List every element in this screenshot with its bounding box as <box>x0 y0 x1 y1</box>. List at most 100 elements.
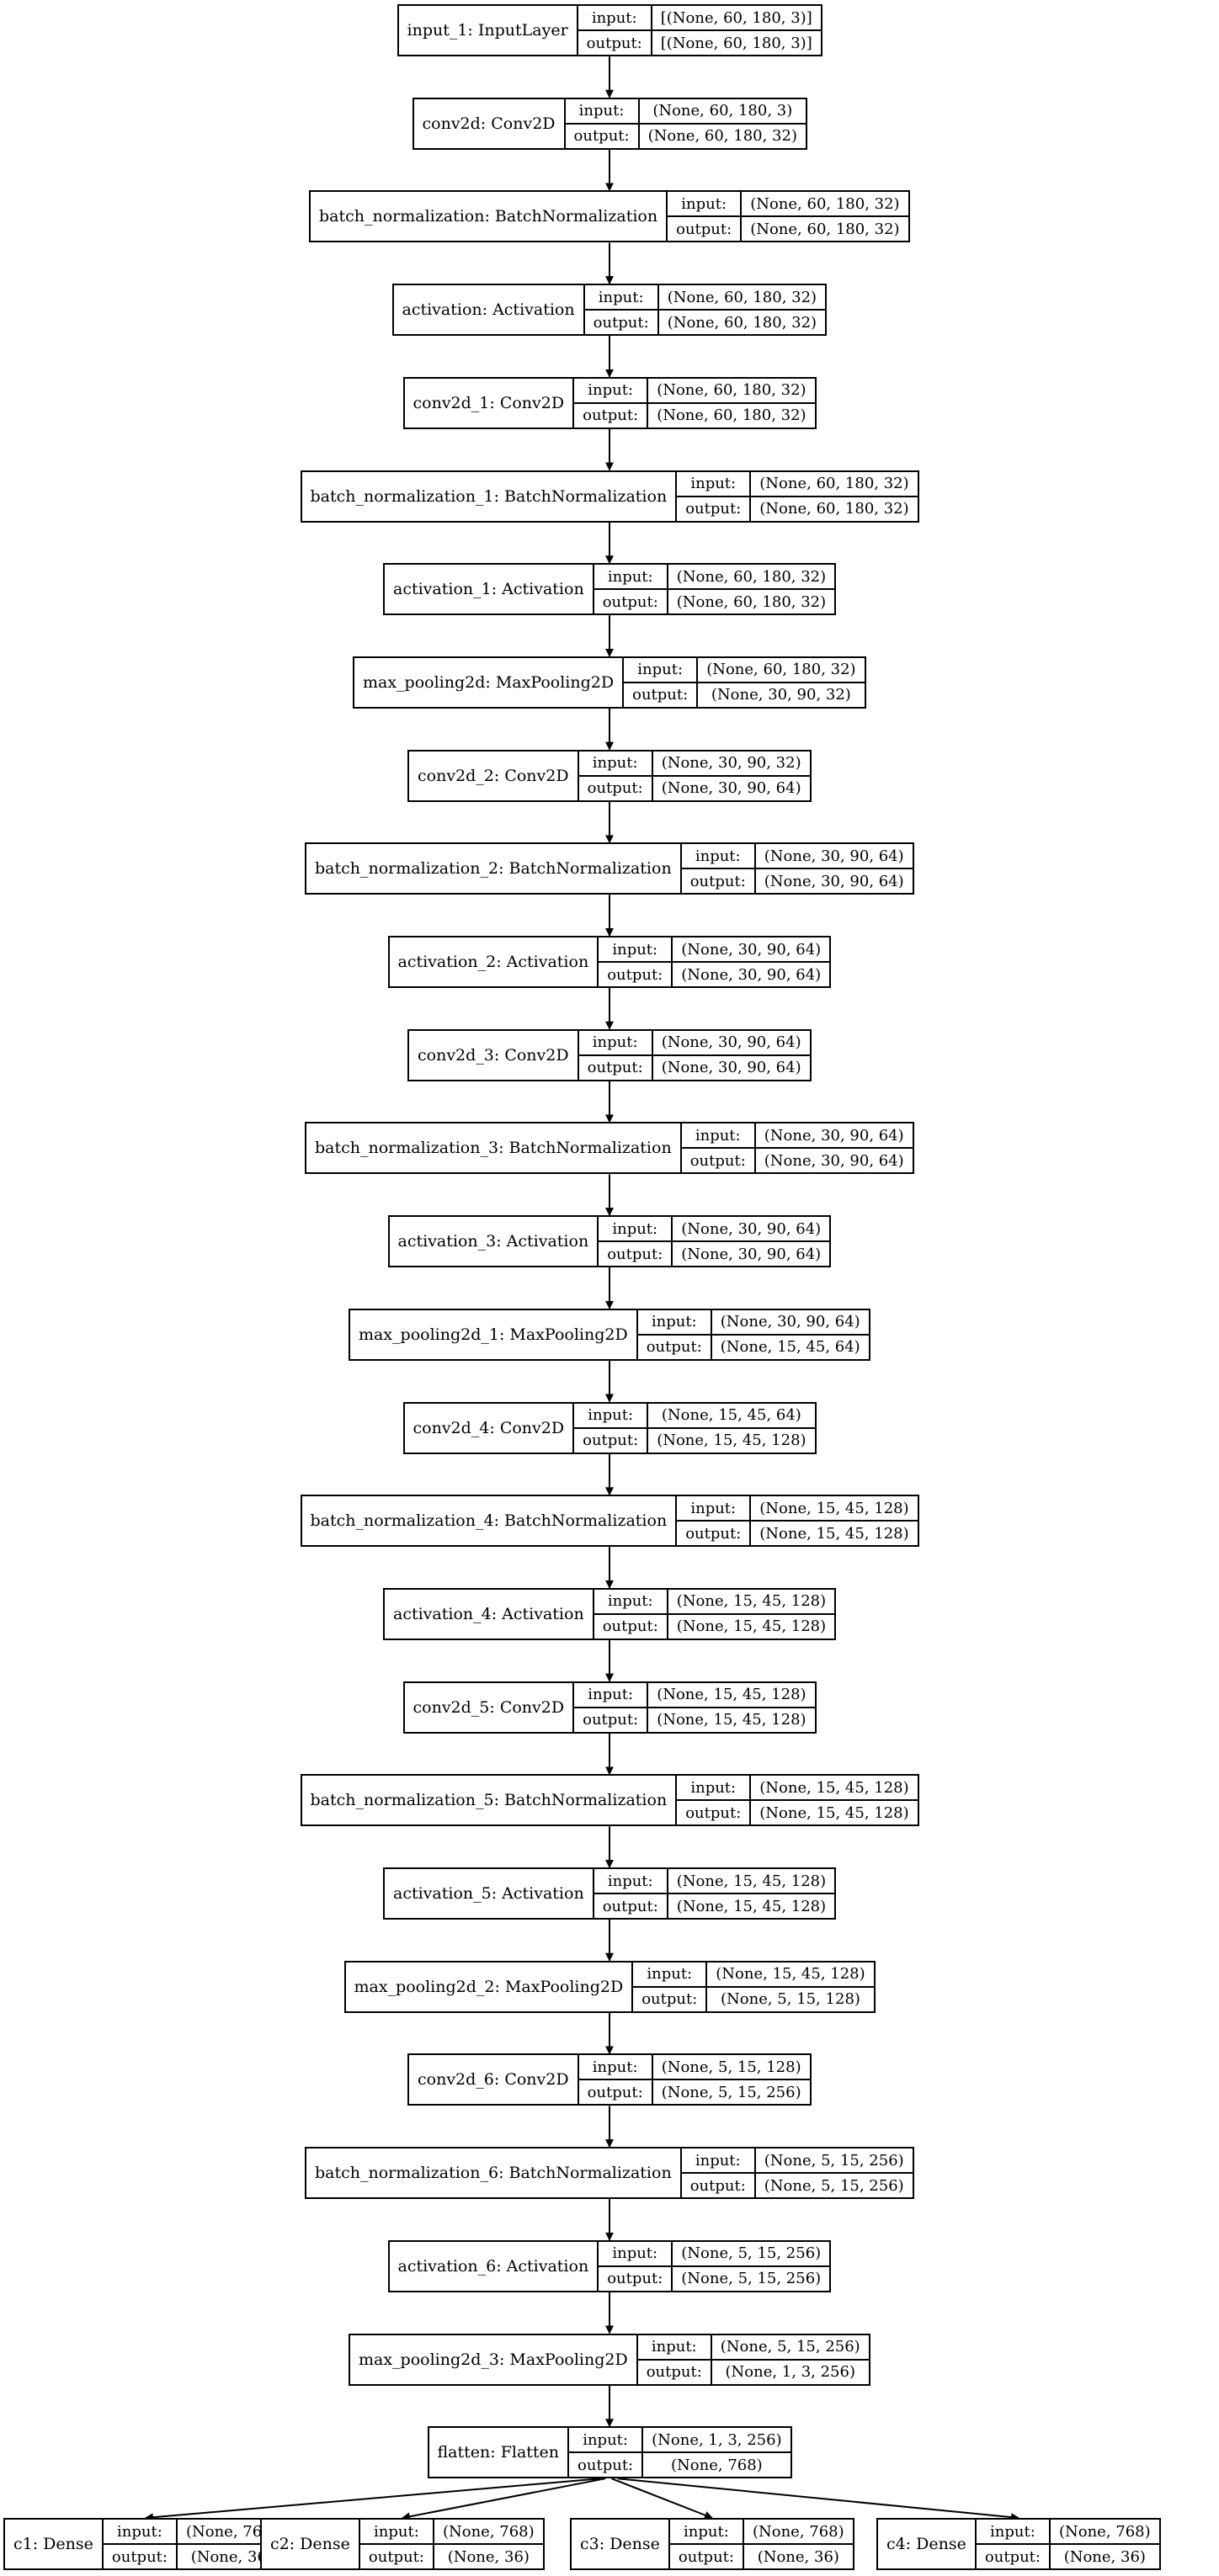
port-labels: input: output: <box>578 751 653 800</box>
shape-values: (None, 768) (None, 36) <box>743 2520 853 2568</box>
shape-values: (None, 5, 15, 256)(None, 1, 3, 256) <box>711 2335 869 2384</box>
input-shape: (None, 768) <box>177 2520 286 2545</box>
input-label: input: <box>681 844 754 870</box>
layer-name: c4: Dense <box>878 2520 977 2568</box>
shape-values: (None, 30, 90, 64)(None, 30, 90, 64) <box>673 937 830 986</box>
input-shape: (None, 768) <box>743 2520 853 2545</box>
input-label: input: <box>578 2055 652 2081</box>
layer-name: conv2d_4: Conv2D <box>405 1403 575 1453</box>
port-labels: input:output: <box>637 2334 712 2384</box>
input-shape: (None, 60, 180, 32) <box>648 379 815 404</box>
shape-values: (None, 60, 180, 32)(None, 60, 180, 32) <box>658 285 826 334</box>
port-labels: input:output: <box>103 2520 178 2568</box>
layer-name: batch_normalization_1: BatchNormalizatio… <box>302 471 678 521</box>
layer-name: flatten: Flatten <box>429 2428 570 2478</box>
output-shape: (None, 60, 180, 32) <box>647 127 797 146</box>
output-shape: (None, 30, 90, 64) <box>764 872 904 890</box>
input-label: input: <box>599 937 672 963</box>
input-shape: (None, 60, 180, 32) <box>668 565 835 591</box>
input-label: input: <box>633 1963 706 1988</box>
edge-arrow <box>617 2478 1019 2522</box>
output-shape: (None, 30, 90, 64) <box>661 779 801 798</box>
input-shape: (None, 5, 15, 256) <box>673 2242 830 2267</box>
port-labels: input:output: <box>677 1776 752 1825</box>
shape-values: (None, 5, 15, 256)(None, 5, 15, 256) <box>755 2148 913 2197</box>
input-shape: (None, 30, 90, 32) <box>652 752 810 777</box>
input-shape: (None, 5, 15, 128) <box>652 2055 810 2081</box>
input-shape: (None, 5, 15, 256) <box>755 2148 913 2175</box>
output-label: output: <box>587 779 643 798</box>
shape-values: (None, 768)(None, 36) <box>434 2520 543 2568</box>
layer-name: batch_normalization_6: BatchNormalizatio… <box>306 2148 682 2198</box>
output-label: output: <box>685 1524 742 1543</box>
input-shape: (None, 60, 180, 3) <box>639 99 806 125</box>
output-shape: (None, 60, 180, 32) <box>657 406 806 425</box>
port-labels: input:output: <box>594 1589 668 1639</box>
output-label: output: <box>607 965 663 984</box>
shape-values: (None, 30, 90, 64)(None, 15, 45, 64) <box>711 1310 869 1359</box>
output-label: output: <box>602 1897 658 1915</box>
layer-batch-normalization-4: batch_normalization_4: BatchNormalizatio… <box>300 1495 919 1548</box>
shape-values: (None, 30, 90, 32) (None, 30, 90, 64) <box>652 752 810 800</box>
output-shape: (None, 15, 45, 64) <box>720 1338 860 1357</box>
port-labels: input:output: <box>359 2520 434 2568</box>
layer-name: batch_normalization_4: BatchNormalizatio… <box>302 1496 678 1546</box>
input-label: input: <box>584 285 657 311</box>
input-label: input: <box>578 752 652 777</box>
layer-name: activation_2: Activation <box>390 937 599 986</box>
port-labels: input:output: <box>578 6 652 55</box>
shape-values: (None, 15, 45, 128)(None, 5, 15, 128) <box>707 1963 874 2011</box>
shape-values: (None, 5, 15, 256)(None, 5, 15, 256) <box>673 2242 830 2291</box>
input-shape: (None, 30, 90, 64) <box>673 1217 830 1243</box>
port-labels: input:output: <box>578 1030 653 1080</box>
input-label: input: <box>668 192 741 218</box>
layer-name: activation_4: Activation <box>385 1589 594 1639</box>
layer-name: max_pooling2d: MaxPooling2D <box>354 657 625 707</box>
shape-values: [(None, 60, 180, 3)][(None, 60, 180, 3)] <box>652 6 821 55</box>
input-label: input: <box>599 2242 672 2267</box>
output-label: output: <box>578 2456 634 2474</box>
layer-name: activation_1: Activation <box>385 565 594 614</box>
layer-name: batch_normalization_2: BatchNormalizatio… <box>306 844 682 894</box>
output-label: output: <box>587 1059 643 1077</box>
port-labels: input:output: <box>594 1869 668 1918</box>
input-shape: (None, 30, 90, 64) <box>652 1031 810 1056</box>
input-shape: (None, 768) <box>1050 2520 1159 2545</box>
input-shape: (None, 60, 180, 32) <box>698 658 865 683</box>
layer-name: conv2d_2: Conv2D <box>409 751 579 800</box>
output-shape: (None, 36) <box>757 2547 839 2566</box>
output-label: output: <box>573 127 630 146</box>
edge-arrow <box>145 2478 601 2522</box>
layer-name: batch_normalization_3: BatchNormalizatio… <box>306 1123 682 1173</box>
output-shape: (None, 5, 15, 256) <box>764 2176 904 2195</box>
output-label: output: <box>602 592 658 611</box>
edge-arrow <box>402 2478 606 2521</box>
input-shape: (None, 1, 3, 256) <box>643 2428 790 2454</box>
output-shape: (None, 30, 90, 64) <box>764 1151 904 1170</box>
input-label: input: <box>599 1217 672 1243</box>
output-shape: (None, 30, 90, 64) <box>681 965 822 984</box>
output-shape: (None, 30, 90, 64) <box>681 1245 822 1263</box>
layer-name: conv2d_1: Conv2D <box>405 378 575 428</box>
input-label: input: <box>103 2520 176 2545</box>
output-shape: (None, 15, 45, 128) <box>676 1897 827 1915</box>
output-shape: (None, 1, 3, 256) <box>725 2363 855 2381</box>
output-label: output: <box>646 2363 702 2381</box>
input-shape: (None, 60, 180, 32) <box>658 285 826 311</box>
input-shape: [(None, 60, 180, 3)] <box>652 6 821 31</box>
port-labels: input:output: <box>669 2520 744 2568</box>
